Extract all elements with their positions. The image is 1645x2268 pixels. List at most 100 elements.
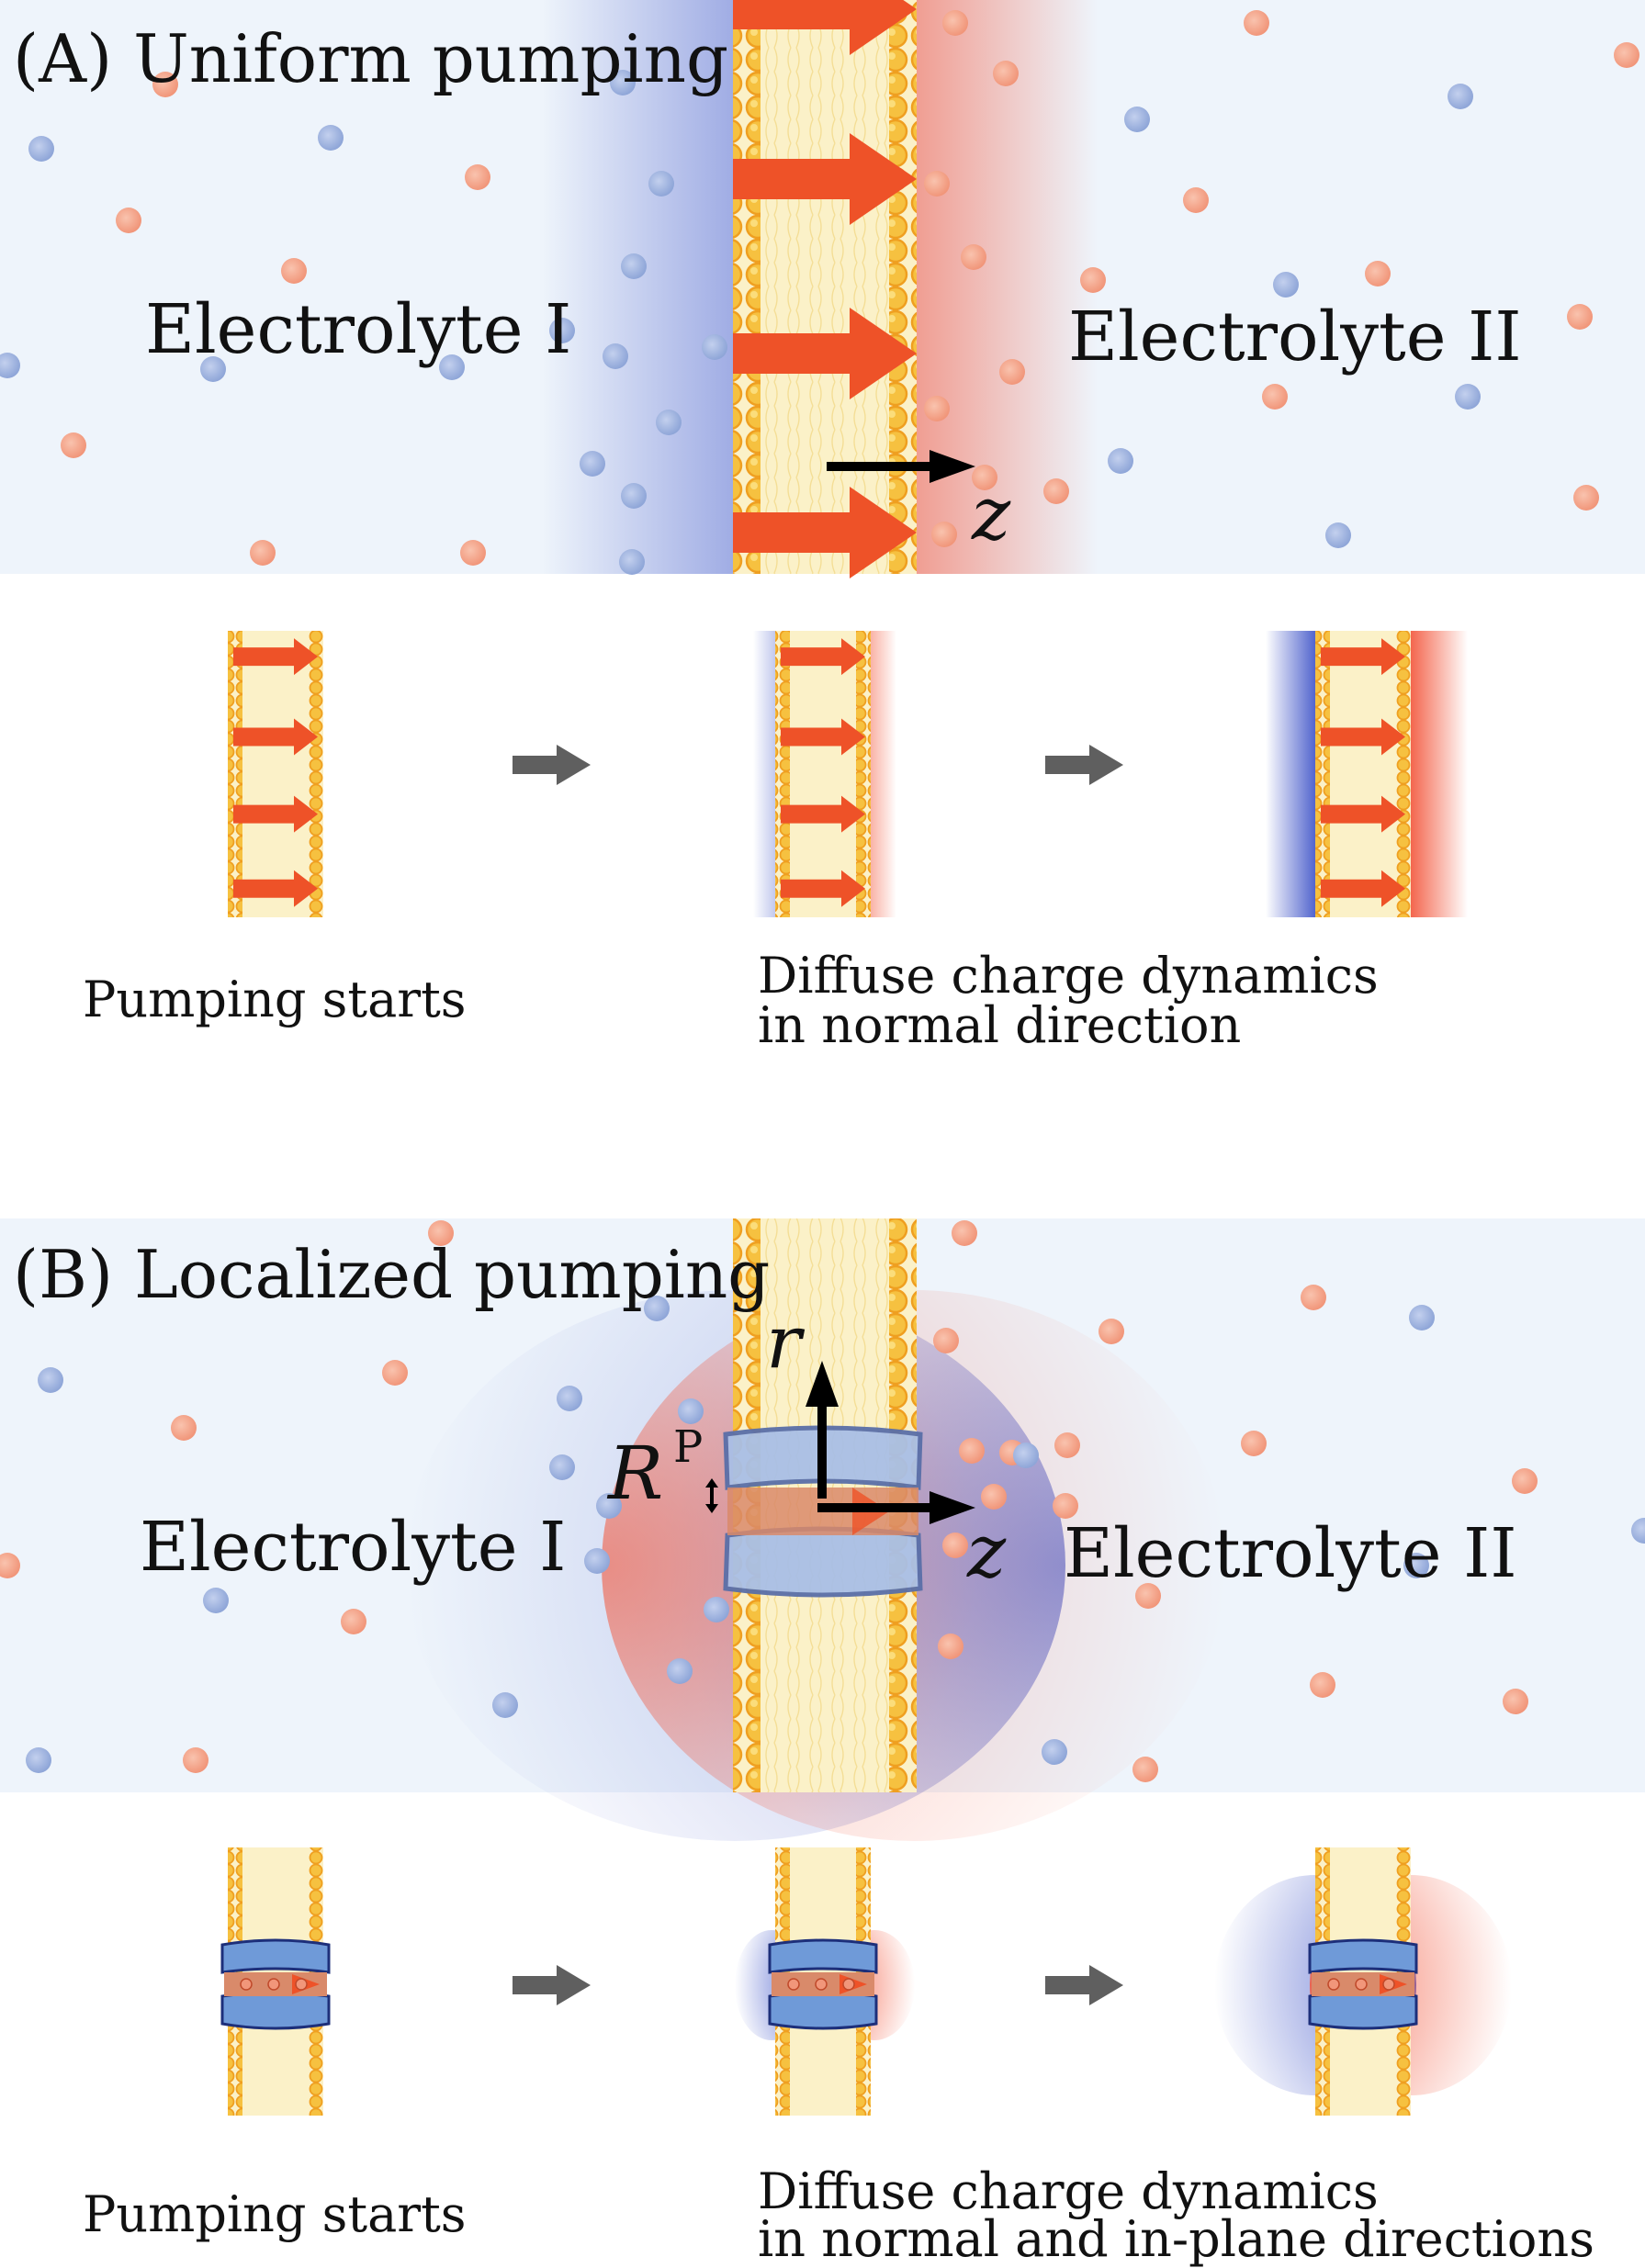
panel-a-electrolyte-i-label: Electrolyte I — [145, 290, 572, 369]
anion — [203, 1588, 229, 1613]
cation — [1244, 10, 1269, 36]
mini-channel-ion — [787, 1978, 800, 1991]
cation — [1080, 267, 1106, 293]
anion — [492, 1692, 518, 1718]
anion — [1108, 448, 1133, 474]
anion — [439, 354, 465, 380]
cation — [116, 208, 141, 233]
panel-a-negative-layer — [542, 0, 735, 574]
anion — [28, 136, 54, 162]
mini-channel-top — [220, 1938, 331, 1974]
panel-a-electrolyte-ii-label: Electrolyte II — [1068, 298, 1522, 376]
mini-channel-ion — [1382, 1978, 1395, 1991]
cation — [999, 359, 1025, 385]
panel-a-z-axis-label: z — [972, 471, 1011, 556]
mini-pump-arrow — [1321, 638, 1405, 676]
cation — [465, 164, 490, 190]
cation — [931, 522, 957, 547]
cation — [0, 1553, 20, 1578]
cation — [938, 1634, 963, 1659]
panel-a-z-axis — [827, 450, 975, 483]
cation — [1310, 1672, 1335, 1698]
cation — [942, 10, 968, 36]
mini-membrane — [775, 631, 871, 917]
anion — [584, 1548, 610, 1574]
cation — [428, 1220, 454, 1246]
mini-pump-arrow — [1321, 795, 1405, 833]
anion — [1409, 1305, 1435, 1330]
mini-channel-ion — [240, 1978, 253, 1991]
cation — [1043, 478, 1069, 504]
anion — [667, 1658, 693, 1684]
mini-channel-bottom — [220, 1991, 331, 2030]
pump-arrow — [733, 487, 917, 578]
mini-membrane-heads-left — [228, 631, 242, 917]
cation — [1241, 1431, 1267, 1456]
mini-pump-arrow — [781, 795, 865, 833]
anion — [200, 356, 226, 382]
anion — [1455, 384, 1481, 410]
anion — [1042, 1739, 1067, 1765]
anion — [26, 1747, 51, 1773]
mini-pump-arrow — [1321, 870, 1405, 907]
mini-channel-ion — [815, 1978, 828, 1991]
anion — [621, 253, 647, 279]
panel-b-title: (B) Localized pumping — [13, 1236, 771, 1313]
panel-b-scene — [0, 1218, 1645, 1841]
cation — [993, 61, 1019, 86]
panel-b-radius-superscript: P — [673, 1421, 704, 1473]
mini-pump-arrow — [781, 638, 865, 676]
cation — [152, 72, 178, 97]
anion — [318, 125, 344, 151]
anion — [580, 451, 605, 477]
mini-pump-arrow — [233, 718, 318, 756]
anion — [648, 171, 674, 196]
panel-a-positive-layer — [914, 0, 1098, 574]
panel-b-z-axis-label: z — [967, 1509, 1007, 1594]
panel-b-electrolyte-i-label: Electrolyte I — [140, 1508, 567, 1587]
cation — [1099, 1319, 1124, 1344]
anion — [1448, 84, 1473, 109]
stage-3-negative-layer — [1266, 631, 1315, 917]
mini-channel-ion — [1355, 1978, 1368, 1991]
panel-b-caption-dynamics-1: Diffuse charge dynamics — [758, 2162, 1379, 2220]
anion — [1631, 1518, 1645, 1544]
cation — [460, 540, 486, 566]
anion — [610, 70, 636, 95]
cation — [1132, 1757, 1158, 1782]
cation — [1262, 384, 1288, 410]
cation — [924, 171, 950, 196]
cation — [924, 396, 950, 421]
panel-b-r-axis — [806, 1361, 839, 1499]
panel-b-caption-dynamics-2: in normal and in-plane directions — [758, 2210, 1594, 2268]
panel-a-caption-start: Pumping starts — [83, 971, 467, 1028]
panel-a-caption-dynamics-1: Diffuse charge dynamics — [758, 947, 1379, 1005]
anion — [549, 318, 575, 343]
process-arrow — [513, 745, 591, 785]
anion — [549, 1454, 575, 1480]
cation — [61, 432, 86, 458]
cation — [981, 1484, 1007, 1510]
mini-pump-arrow — [781, 870, 865, 907]
cation — [1503, 1689, 1528, 1714]
cation — [1183, 187, 1209, 213]
cation — [250, 540, 276, 566]
mini-membrane — [1315, 631, 1411, 917]
cation — [942, 1533, 968, 1558]
mini-pump-arrow — [781, 718, 865, 756]
panel-a-sequence — [228, 631, 1468, 917]
anion — [557, 1386, 582, 1411]
cation — [1365, 261, 1391, 286]
anion — [621, 483, 647, 509]
panel-a-ions — [0, 10, 1639, 575]
anion — [702, 334, 727, 360]
anion — [619, 549, 645, 575]
mini-pump-arrow — [1321, 718, 1405, 756]
mini-channel-top — [1308, 1938, 1418, 1974]
process-arrow — [1045, 745, 1123, 785]
process-arrow — [513, 1965, 591, 2005]
panel-b-sequence — [220, 1847, 1512, 2116]
panel-b-r-axis-label: r — [766, 1299, 802, 1385]
panel-b-electrolyte-ii-label: Electrolyte II — [1064, 1514, 1517, 1593]
